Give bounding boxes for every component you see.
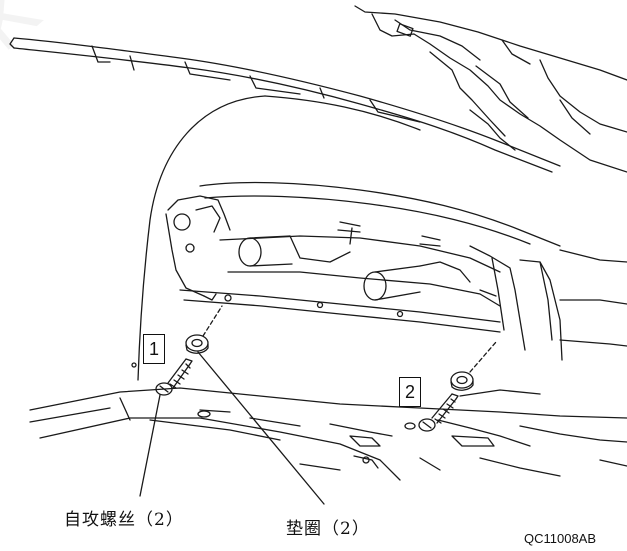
leader-screw bbox=[139, 394, 161, 497]
bumper-reinforcement bbox=[165, 181, 627, 361]
self-tapping-screw-icon bbox=[418, 393, 459, 432]
washer-icon bbox=[450, 371, 474, 391]
screw-label: 自攻螺丝（2） bbox=[64, 510, 184, 530]
leader-washer bbox=[197, 351, 325, 505]
washer-label: 垫圈（2） bbox=[286, 519, 370, 539]
opening-outline bbox=[137, 95, 421, 381]
self-tapping-screw-icon bbox=[155, 358, 193, 396]
hood-edge bbox=[9, 37, 561, 173]
upper-right-body bbox=[354, 5, 627, 173]
washer-icon bbox=[185, 334, 209, 354]
axis-line-right bbox=[469, 341, 497, 373]
figure-code: QC11008AB bbox=[524, 531, 597, 546]
axis-line-left bbox=[202, 305, 223, 337]
lower-bumper bbox=[29, 387, 627, 481]
callout-2: 2 bbox=[399, 377, 421, 407]
callout-1: 1 bbox=[143, 334, 165, 364]
hole-marker bbox=[131, 362, 137, 368]
